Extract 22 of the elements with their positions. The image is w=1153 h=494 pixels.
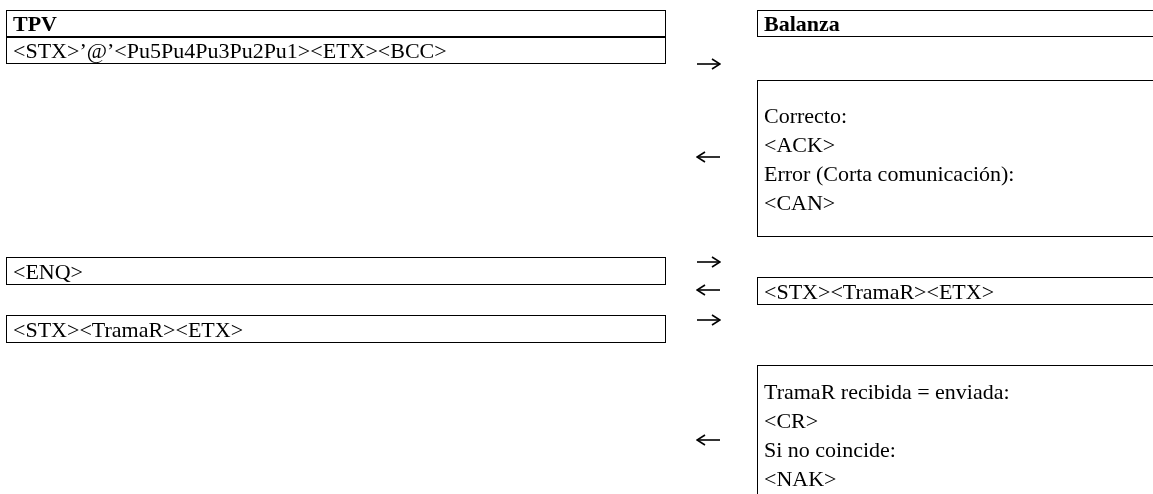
message-box [757, 365, 1153, 494]
header-box [6, 10, 666, 37]
message-text: <STX><TramaR><ETX> [13, 315, 245, 344]
header-box [757, 10, 1153, 37]
message-text: <ACK> [764, 130, 837, 159]
message-text: <CR> [764, 407, 820, 435]
message-box [757, 80, 1153, 237]
message-text: <ENQ> [13, 257, 85, 286]
message-box [757, 277, 1153, 305]
message-text: Error (Corta comunicación): [764, 159, 1016, 188]
message-text: TPV [13, 10, 58, 38]
message-box [6, 257, 666, 285]
message-text: <STX>’@’<Pu5Pu4Pu3Pu2Pu1><ETX><BCC> [13, 37, 448, 65]
message-text: <NAK> [764, 465, 838, 493]
message-box [6, 315, 666, 343]
message-text: <CAN> [764, 188, 837, 217]
message-text: <STX><TramaR><ETX> [764, 277, 996, 306]
message-text: Correcto: [764, 101, 849, 130]
message-box [6, 37, 666, 64]
message-text: Si no coincide: [764, 436, 897, 464]
message-text: TramaR recibida = enviada: [764, 378, 1011, 406]
message-text: Balanza [764, 10, 841, 38]
